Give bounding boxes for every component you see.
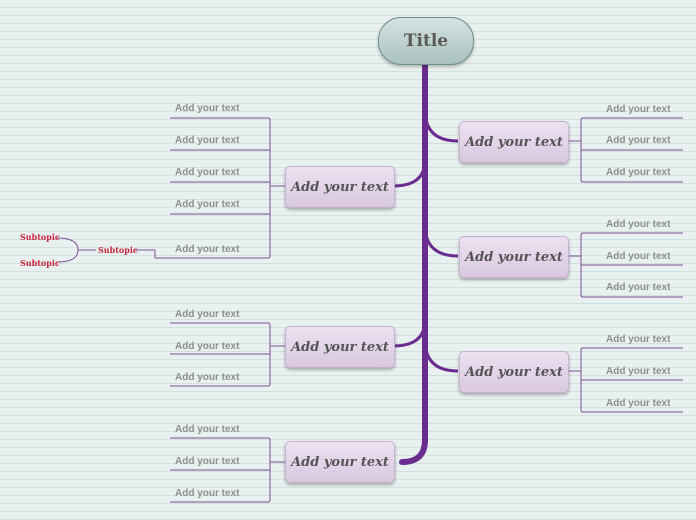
leaf-left-1-4[interactable]: Add your text [175,199,240,210]
leaf-left-3-1[interactable]: Add your text [175,424,240,435]
topic-left-2[interactable]: Add your text [285,326,395,368]
leaf-left-3-3[interactable]: Add your text [175,488,240,499]
leaf-left-3-2[interactable]: Add your text [175,456,240,467]
leaf-right-3-1[interactable]: Add your text [606,334,671,345]
leaf-right-1-3[interactable]: Add your text [606,167,671,178]
topic-right-3[interactable]: Add your text [459,351,569,393]
topic-right-2[interactable]: Add your text [459,236,569,278]
leaf-right-2-1[interactable]: Add your text [606,219,671,230]
leaf-left-1-3[interactable]: Add your text [175,167,240,178]
subtopic-child-1[interactable]: Subtopic [20,232,60,242]
leaf-right-1-1[interactable]: Add your text [606,104,671,115]
leaf-left-1-5[interactable]: Add your text [175,244,240,255]
topic-right-1[interactable]: Add your text [459,121,569,163]
leaf-left-2-1[interactable]: Add your text [175,309,240,320]
leaf-right-2-3[interactable]: Add your text [606,282,671,293]
leaf-left-2-3[interactable]: Add your text [175,372,240,383]
topic-left-3[interactable]: Add your text [285,441,395,483]
leaf-left-1-2[interactable]: Add your text [175,135,240,146]
central-topic-title[interactable]: Title [378,17,474,65]
topic-left-1[interactable]: Add your text [285,166,395,208]
leaf-left-1-1[interactable]: Add your text [175,103,240,114]
subtopic-child-2[interactable]: Subtopic [20,258,60,268]
leaf-right-3-3[interactable]: Add your text [606,398,671,409]
leaf-right-2-2[interactable]: Add your text [606,251,671,262]
leaf-right-3-2[interactable]: Add your text [606,366,671,377]
leaf-right-1-2[interactable]: Add your text [606,135,671,146]
leaf-left-2-2[interactable]: Add your text [175,341,240,352]
subtopic-parent[interactable]: Subtopic [98,245,138,255]
